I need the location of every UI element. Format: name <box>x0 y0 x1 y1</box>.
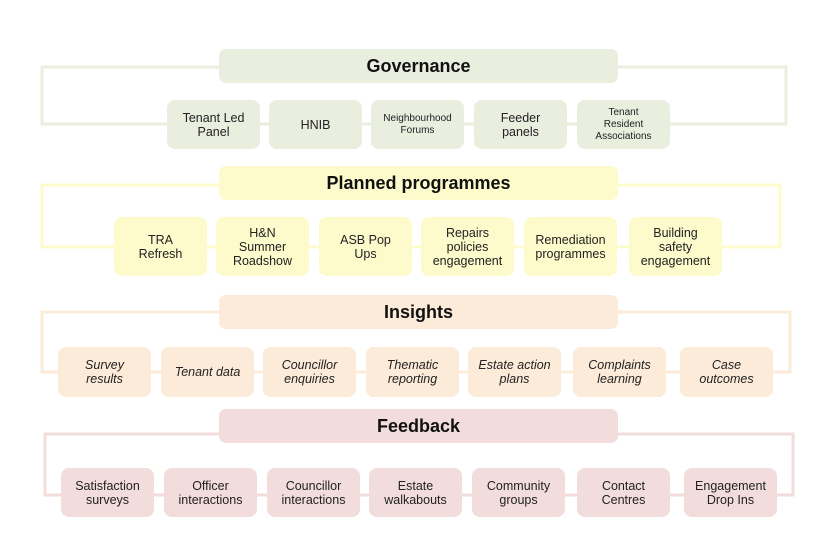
feedback-item: Engagement Drop Ins <box>684 468 777 517</box>
governance-item: HNIB <box>269 100 362 149</box>
governance-item: Feeder panels <box>474 100 567 149</box>
governance-item: Tenant Led Panel <box>167 100 260 149</box>
planned-item: Repairs policies engagement <box>421 217 514 276</box>
insights-item: Thematic reporting <box>366 347 459 397</box>
governance-header: Governance <box>219 49 618 83</box>
planned-item: ASB Pop Ups <box>319 217 412 276</box>
insights-item: Survey results <box>58 347 151 397</box>
insights-item: Case outcomes <box>680 347 773 397</box>
insights-item: Estate action plans <box>468 347 561 397</box>
governance-item: Neighbourhood Forums <box>371 100 464 149</box>
feedback-header: Feedback <box>219 409 618 443</box>
insights-item: Complaints learning <box>573 347 666 397</box>
planned-header: Planned programmes <box>219 166 618 200</box>
insights-header: Insights <box>219 295 618 329</box>
feedback-item: Community groups <box>472 468 565 517</box>
governance-item: Tenant Resident Associations <box>577 100 670 149</box>
planned-item: Remediation programmes <box>524 217 617 276</box>
planned-item: H&N Summer Roadshow <box>216 217 309 276</box>
feedback-item: Estate walkabouts <box>369 468 462 517</box>
feedback-item: Officer interactions <box>164 468 257 517</box>
insights-item: Tenant data <box>161 347 254 397</box>
feedback-item: Contact Centres <box>577 468 670 517</box>
planned-item: Building safety engagement <box>629 217 722 276</box>
feedback-item: Councillor interactions <box>267 468 360 517</box>
planned-item: TRA Refresh <box>114 217 207 276</box>
insights-item: Councillor enquiries <box>263 347 356 397</box>
feedback-item: Satisfaction surveys <box>61 468 154 517</box>
